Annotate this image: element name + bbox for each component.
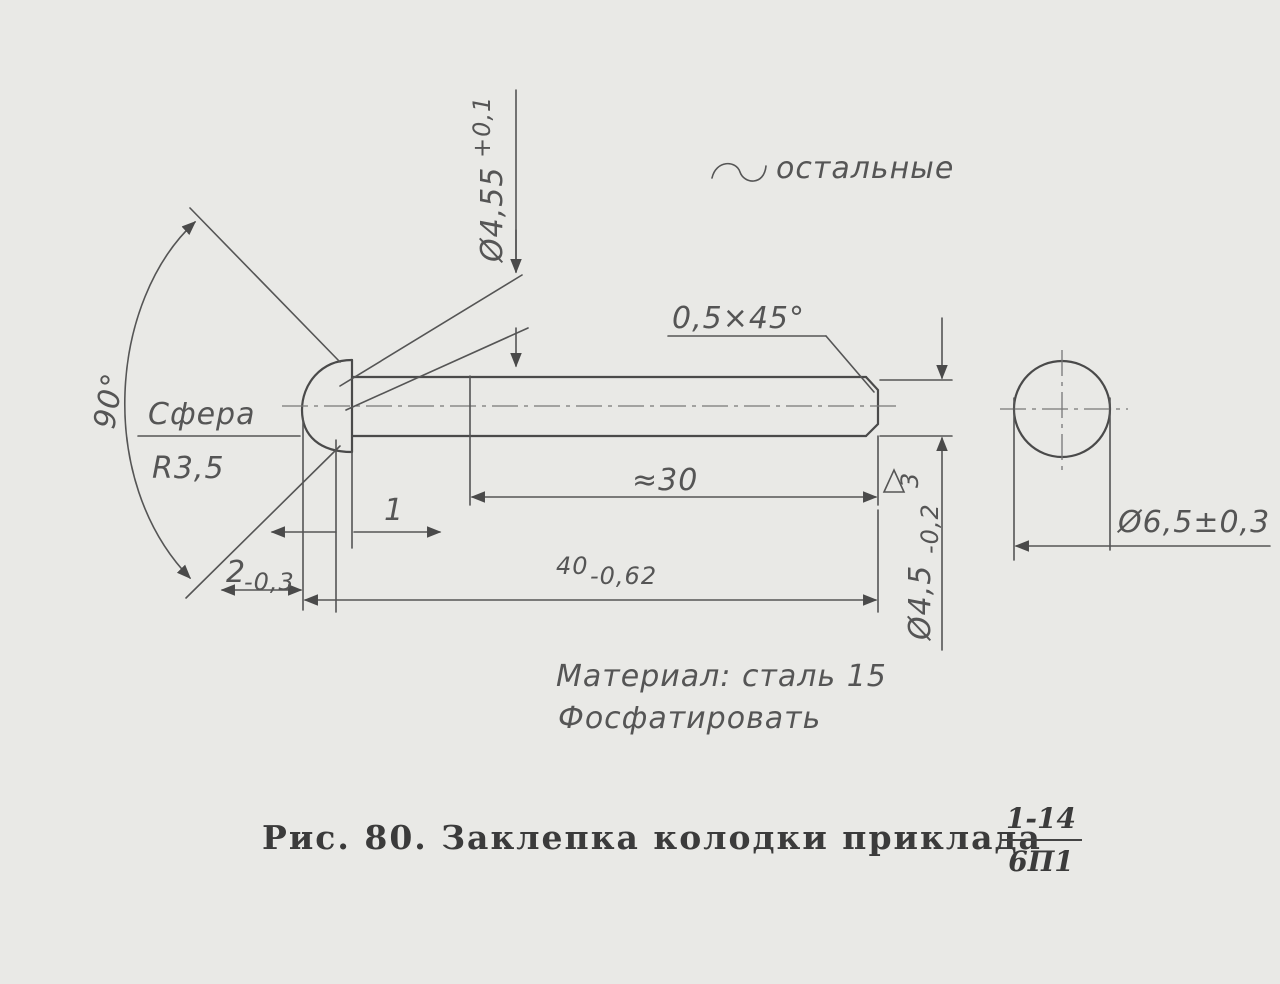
roughness-wave-icon	[711, 162, 767, 182]
shank-end-chamfer	[864, 375, 880, 438]
total-length-tolerance: -0,62	[590, 562, 657, 590]
material-note: Материал: сталь 15	[556, 659, 887, 694]
head-height-label: 2	[226, 555, 246, 590]
dimension-texts: остальные 0,5×45° Ø4,55 +0,1 90° Сфера R…	[87, 96, 1270, 736]
dim-1-label: 1	[384, 493, 404, 528]
dimension-lines	[123, 89, 1271, 651]
approx-length-label: ≈30	[632, 463, 698, 498]
chamfer-leader-d	[825, 335, 875, 393]
head-height-tolerance: -0,3	[244, 568, 295, 596]
roughness-note: остальные	[776, 151, 954, 186]
end-view	[1000, 350, 1128, 470]
total-length-label: 40	[556, 552, 589, 580]
dia-head-leader-1	[339, 274, 523, 387]
caption-fraction: 1-14 6П1	[1000, 802, 1082, 878]
dia-head-label: Ø4,55	[475, 167, 510, 264]
figure-caption: Рис. 80. Заклепка колодки приклада	[262, 818, 1042, 857]
fraction-numerator: 1-14	[1005, 802, 1077, 835]
sphere-radius: R3,5	[152, 451, 225, 486]
sphere-label: Сфера	[148, 397, 255, 432]
angle-arc	[123, 221, 197, 580]
dia-head-tolerance: +0,1	[468, 96, 496, 158]
dia-end-label: Ø6,5±0,3	[1116, 505, 1270, 540]
fraction-denominator: 6П1	[1008, 845, 1074, 878]
roughness-class: 3	[896, 472, 924, 488]
fraction-bar	[1000, 839, 1082, 841]
dia-head-leader-2	[345, 327, 529, 411]
dia-shank-label: Ø4,5	[903, 565, 938, 642]
roughness-triangle	[882, 468, 906, 493]
angle-leg-lower	[185, 445, 341, 599]
rivet-head	[300, 358, 354, 454]
angle-leg-upper	[189, 207, 341, 363]
treatment-note: Фосфатировать	[558, 701, 821, 736]
rivet-outline	[282, 358, 900, 454]
dia-shank-tolerance: -0,2	[916, 503, 944, 554]
chamfer-label: 0,5×45°	[672, 301, 805, 336]
